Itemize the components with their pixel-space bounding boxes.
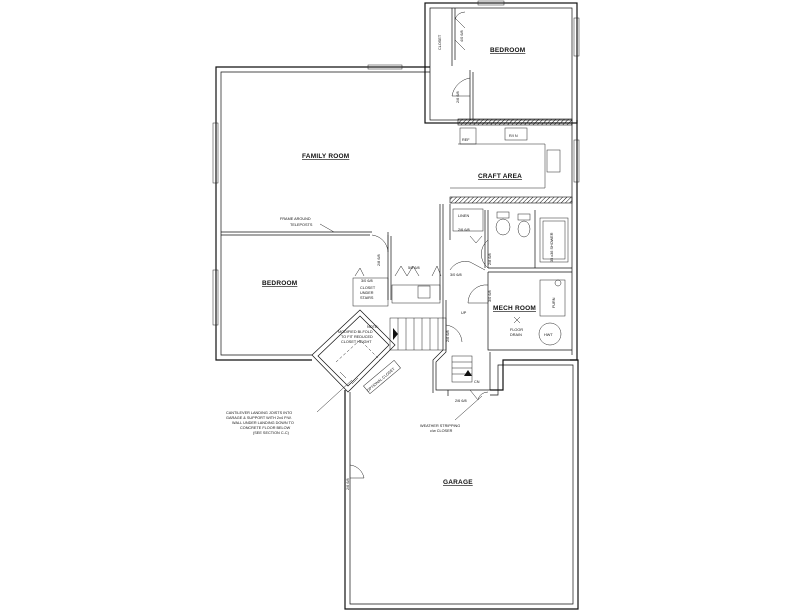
sink	[517, 220, 531, 238]
size-under-stairs-door: 3/0 6/8	[361, 279, 373, 283]
svg-text:GARAGE & SUPPORT WITH 2x4 P.W.: GARAGE & SUPPORT WITH 2x4 P.W.	[226, 416, 292, 420]
door-garage-side	[349, 464, 365, 479]
door-bed-top-entry	[451, 77, 471, 97]
label-hwt: HWT	[544, 333, 553, 337]
bedroom-top-outer-wall	[424, 2, 578, 124]
bedroom-top-inner-wall	[429, 7, 573, 121]
rough-in-box	[504, 127, 528, 141]
door-mech-a	[449, 261, 486, 271]
size-mech-door-b: 3/0 6/8	[488, 290, 492, 302]
room-craft: CRAFT AREA	[478, 173, 522, 180]
door-hall-closet	[431, 265, 442, 277]
optional-closet-box	[363, 359, 401, 395]
garage-outer-wall	[344, 359, 579, 610]
note-weather: WEATHER STRIPPING c/w CLOSER	[420, 424, 460, 433]
size-bed-left-door: 2/8 6/8	[377, 254, 381, 266]
room-family: FAMILY ROOM	[302, 153, 349, 160]
label-up: UP	[461, 311, 467, 315]
label-under-stairs-1: CLOSET	[360, 286, 376, 290]
main-outer-wall	[215, 66, 430, 361]
size-pair-door: 5/0 6/8	[408, 266, 420, 270]
svg-text:WEATHER STRIPPING: WEATHER STRIPPING	[420, 424, 460, 428]
interior-walls	[221, 8, 573, 396]
window-craft-right	[573, 139, 580, 183]
door-garage-entry	[469, 389, 489, 401]
door-bed-top-closet	[454, 11, 466, 51]
furnace	[539, 279, 566, 317]
size-stair-door: 2/6 6/8	[446, 330, 450, 342]
door-bed-left	[371, 234, 389, 253]
svg-text:MODIFIED BI-FOLD: MODIFIED BI-FOLD	[338, 330, 373, 334]
svg-text:TO FIT REDUCED: TO FIT REDUCED	[341, 335, 373, 339]
room-bedroom-left: BEDROOM	[262, 280, 297, 287]
svg-text:(SEE SECTION C-C): (SEE SECTION C-C)	[253, 431, 290, 435]
room-bedroom-top: BEDROOM	[490, 47, 525, 54]
svg-text:CLOSET HEIGHT: CLOSET HEIGHT	[341, 340, 372, 344]
doors	[339, 11, 489, 479]
garage-inner-wall	[349, 364, 574, 605]
window-bedroom-top-right	[573, 17, 580, 57]
label-under-stairs-3: STAIRS	[360, 296, 374, 300]
svg-text:CANTILEVER LANDING JOISTS INTO: CANTILEVER LANDING JOISTS INTO	[226, 411, 292, 415]
door-linen	[469, 235, 483, 244]
window-bedroom-left	[212, 269, 219, 326]
label-floor-drain-2: DRAIN	[510, 333, 522, 337]
door-bath	[481, 239, 489, 269]
label-linen-door: 2/6 6/8	[458, 228, 470, 232]
main-inner-wall	[220, 71, 430, 356]
svg-text:TELEPOSTS: TELEPOSTS	[290, 223, 313, 227]
note-bifold: NOTE: MODIFIED BI-FOLD TO FIT REDUCED CL…	[338, 325, 379, 344]
window-top	[477, 0, 505, 6]
toilet	[495, 218, 511, 236]
right-outer-wall	[570, 120, 578, 361]
svg-text:NOTE:: NOTE:	[367, 325, 379, 329]
svg-text:WALL UNDER LANDING DOWN TO: WALL UNDER LANDING DOWN TO	[232, 421, 294, 425]
room-mech: MECH ROOM	[493, 305, 536, 312]
door-pair	[394, 265, 420, 277]
label-rough-in: R/I N	[509, 134, 518, 138]
size-hall-closet: 3/0 6/8	[450, 273, 462, 277]
label-furn: FURN	[552, 297, 556, 308]
label-linen: LINEN	[458, 214, 469, 218]
door-stair	[445, 324, 463, 343]
size-garage-side: 2/6 6/8	[346, 478, 350, 490]
label-ref: REF	[462, 138, 470, 142]
note-frame-teleposts: FRAME AROUND TELEPOSTS	[280, 217, 313, 227]
stairs	[389, 317, 473, 383]
size-bed-top-closet: 4/0 6/8	[460, 30, 464, 42]
label-cn: CN	[474, 380, 480, 384]
hwt-tank	[538, 322, 562, 346]
craft-bottom-hatch	[449, 196, 573, 204]
label-under-stairs-2: UNDER	[360, 291, 374, 295]
door-mech-b	[467, 284, 489, 304]
craft-counter-hatch	[457, 118, 573, 126]
svg-text:c/w CLOSER: c/w CLOSER	[430, 429, 453, 433]
label-closet: CLOSET	[438, 34, 442, 50]
svg-text:FRAME AROUND: FRAME AROUND	[280, 217, 311, 221]
note-cantilever: CANTILEVER LANDING JOISTS INTO GARAGE & …	[226, 411, 294, 435]
leader-lines	[316, 223, 483, 421]
shower-box	[539, 217, 569, 263]
svg-text:CONCRETE FLOOR BELOW: CONCRETE FLOOR BELOW	[240, 426, 291, 430]
size-mech-door-a: 2/8 6/8	[488, 253, 492, 265]
window-family-top	[367, 64, 403, 70]
window-family-left	[212, 122, 219, 184]
door-under-stairs	[354, 267, 365, 277]
size-garage-entry: 2/6 6/8	[455, 399, 467, 403]
size-bed-top-entry: 2/6 6/8	[456, 91, 460, 103]
room-garage: GARAGE	[443, 479, 473, 486]
door-bifold	[339, 371, 359, 385]
label-shower: 35 x36 SHOWER	[550, 232, 554, 262]
angled-landing	[311, 309, 396, 393]
label-floor-drain-1: FLOOR	[510, 328, 523, 332]
label-optional-closet: OPTIONAL CLOSET	[366, 367, 396, 393]
